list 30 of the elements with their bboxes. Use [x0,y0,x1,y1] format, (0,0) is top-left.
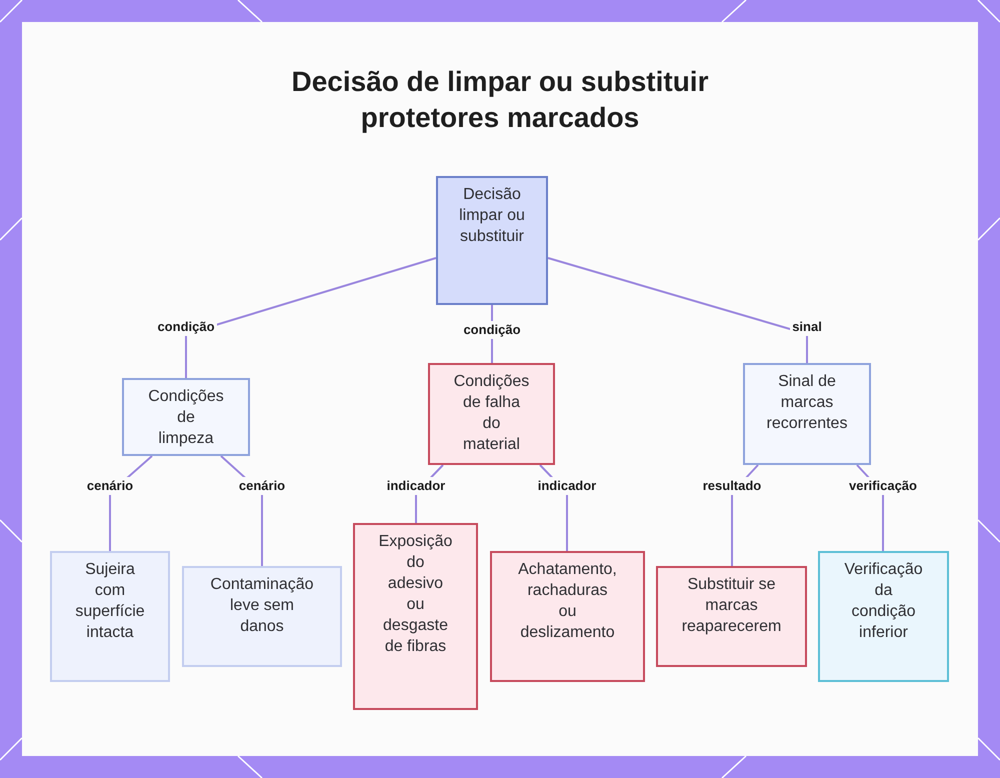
edge-label: indicador [536,477,598,495]
edge-label: verificação [847,477,919,495]
node-label: Contaminação leve sem danos [209,575,315,637]
connector-line [185,257,436,378]
node-label: Exposição do adesivo ou desgaste de fibras [378,532,454,657]
process-box [656,566,807,667]
edge-label: condição [461,321,523,339]
node-label: Sinal de marcas recorrentes [766,372,848,434]
connector-line [548,257,808,363]
node-label: Substituir se marcas reaparecerem [680,575,782,637]
node-label: Decisão limpar ou substituir [458,185,526,247]
edge-label: indicador [384,477,448,495]
diagram-title: Decisão de limpar ou substituir protetores marcados [290,65,710,135]
process-box [182,566,342,667]
process-box [818,551,949,682]
node-label: Sujeira com superfície intacta [74,560,146,643]
node-label: Achatamento, rachaduras ou deslizamento [517,560,618,643]
process-box [122,378,250,456]
process-box [428,363,555,465]
process-box [490,551,645,682]
process-box [743,363,871,465]
edge-label: resultado [700,477,764,495]
edge-label: cenário [236,477,288,495]
process-box [50,551,170,682]
node-label: Condições de limpeza [148,387,224,449]
node-label: Condições de falha do material [454,372,530,455]
process-box [353,523,478,710]
edge-label: cenário [84,477,136,495]
process-box [436,176,548,305]
node-label: Verificação da condição inferior [844,560,924,643]
